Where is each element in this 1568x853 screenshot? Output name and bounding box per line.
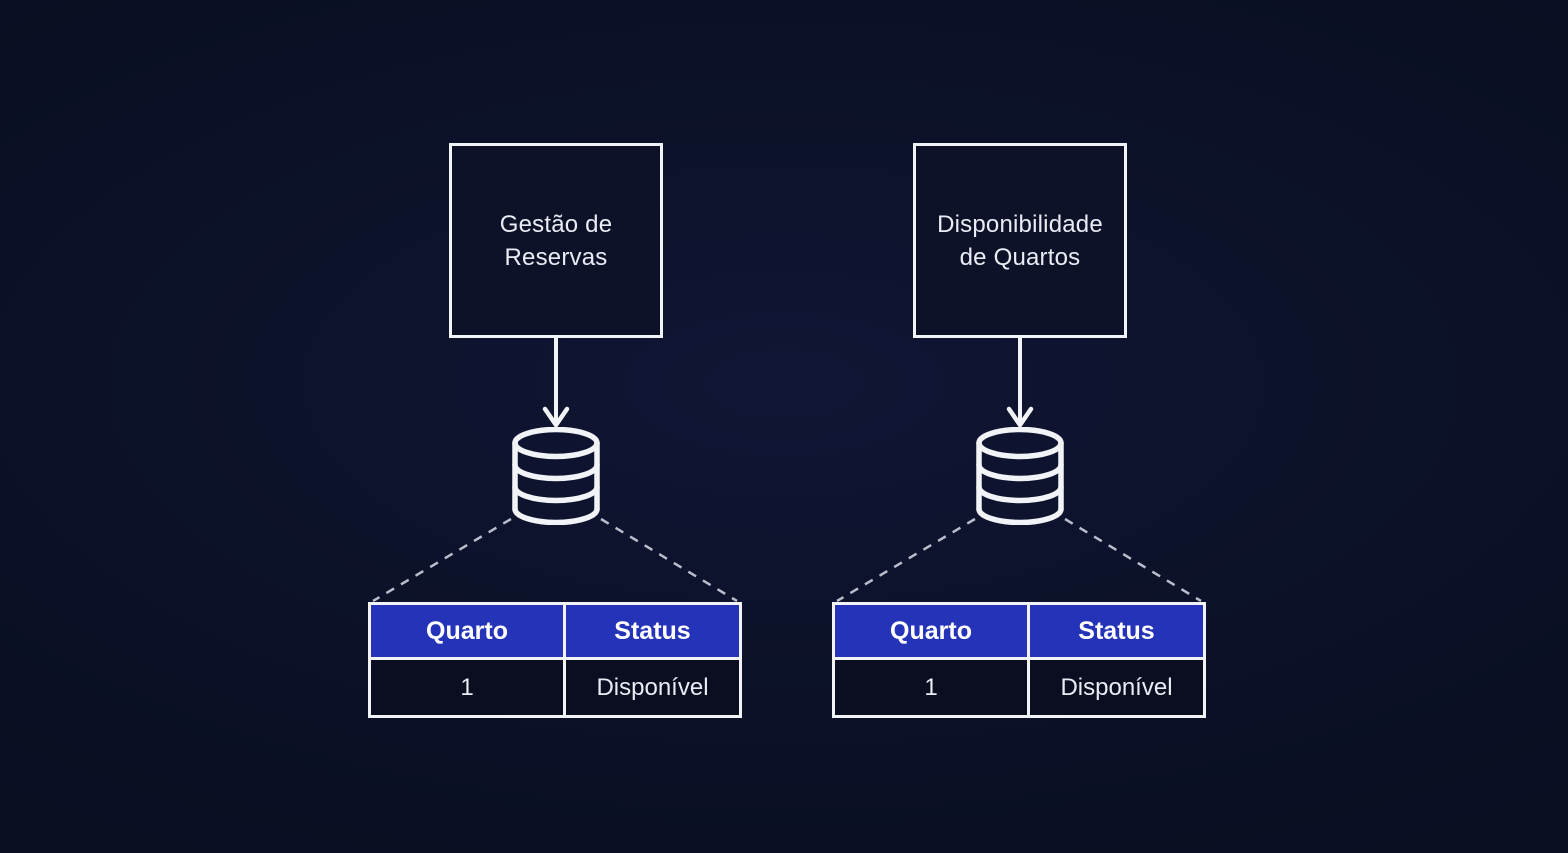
dashed-connector: [372, 517, 738, 602]
table-reservas: Quarto Status 1 Disponível: [368, 602, 742, 718]
table-cell-quarto: 1: [835, 660, 1031, 715]
database-icon: [976, 427, 1064, 525]
table-cell-status: Disponível: [1060, 673, 1173, 701]
process-box-label-line2: Reservas: [504, 243, 608, 271]
table-header-status: Status: [566, 605, 739, 660]
table-header-quarto: Quarto: [835, 605, 1031, 660]
table-cell-quarto: 1: [371, 660, 567, 715]
flow-gestao-reservas: Gestão de Reservas Quarto Status 1: [368, 143, 742, 718]
dashed-connector: [836, 517, 1202, 602]
table-header-status: Status: [1030, 605, 1203, 660]
arrow-down-icon: [1006, 338, 1034, 428]
arrow-down-icon: [542, 338, 570, 428]
table-disponibilidade: Quarto Status 1 Disponível: [832, 602, 1206, 718]
process-box-label-line2: de Quartos: [959, 243, 1081, 271]
flow-disponibilidade-quartos: Disponibilidade de Quartos Quarto Status: [832, 143, 1206, 718]
process-box-label-line1: Gestão de: [499, 210, 613, 238]
database-icon: [512, 427, 600, 525]
process-box-gestao-reservas: Gestão de Reservas: [449, 143, 663, 338]
process-box-label-line1: Disponibilidade: [937, 210, 1103, 238]
table-header-quarto: Quarto: [371, 605, 567, 660]
table-cell-status: Disponível: [596, 673, 709, 701]
process-box-disponibilidade-quartos: Disponibilidade de Quartos: [913, 143, 1127, 338]
